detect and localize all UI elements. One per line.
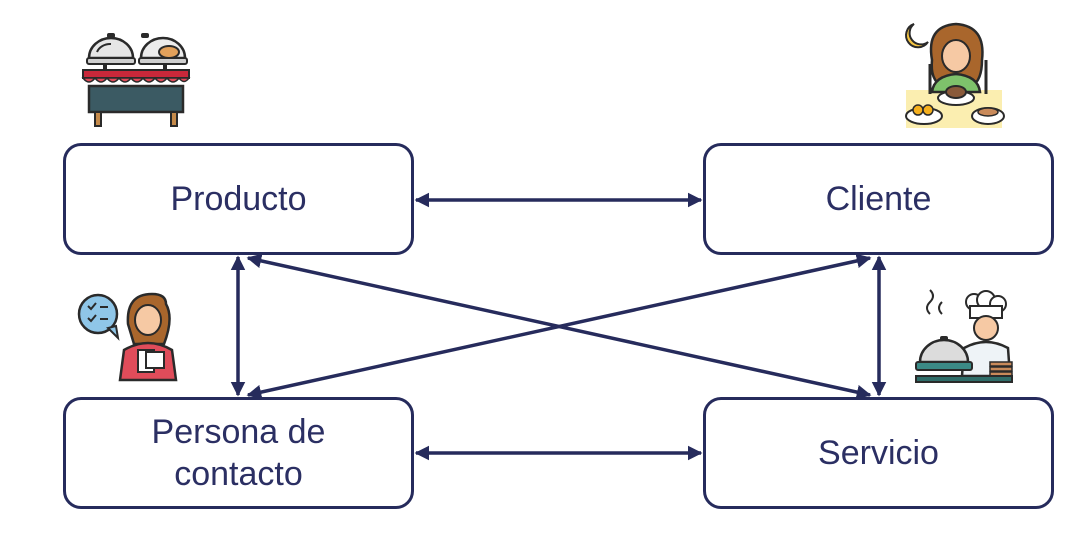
node-producto-label: Producto xyxy=(170,179,307,218)
woman-dining-icon xyxy=(905,22,1005,128)
buffet-food-warmer-icon xyxy=(81,33,191,127)
node-persona-label: Persona de contacto xyxy=(151,412,326,494)
node-cliente-label: Cliente xyxy=(825,179,932,218)
chef-serving-icon xyxy=(915,289,1013,383)
node-servicio-label: Servicio xyxy=(818,433,939,472)
arrow-cliente-persona xyxy=(246,253,872,400)
waitress-taking-order-icon xyxy=(77,292,178,382)
node-producto: Producto xyxy=(63,143,414,255)
node-persona-de-contacto: Persona de contacto xyxy=(63,397,414,509)
node-cliente: Cliente xyxy=(703,143,1054,255)
node-servicio: Servicio xyxy=(703,397,1054,509)
